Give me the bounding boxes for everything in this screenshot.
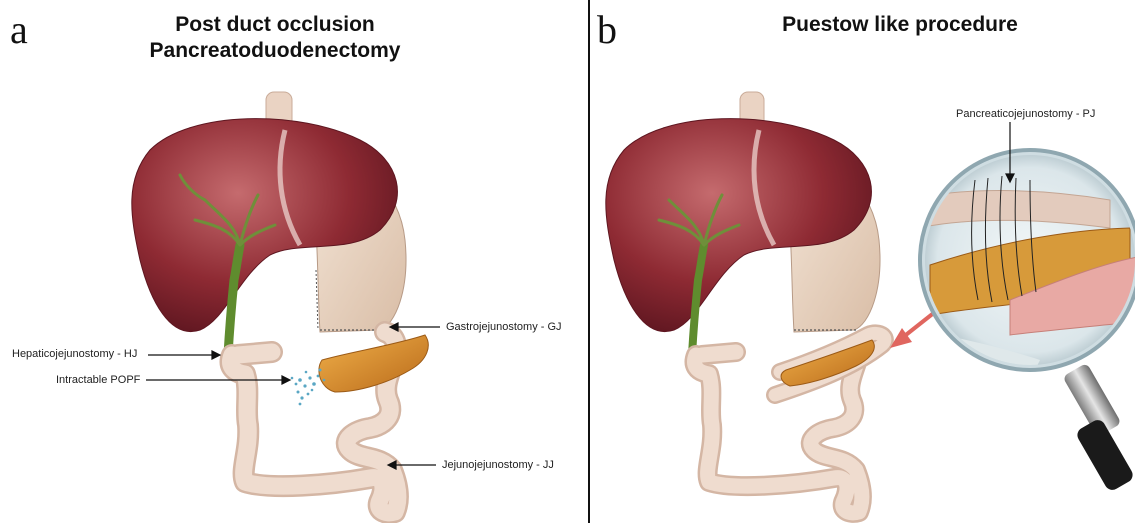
label-hepaticojejunostomy: Hepaticojejunostomy - HJ	[12, 348, 137, 361]
panel-a-illustration	[0, 0, 590, 523]
panel-b: b Puestow like procedure	[590, 0, 1135, 523]
label-gastrojejunostomy: Gastrojejunostomy - GJ	[446, 321, 562, 334]
pancreas-illustration	[319, 335, 428, 392]
label-jejunojejunostomy: Jejunojejunostomy - JJ	[442, 459, 554, 472]
label-pancreaticojejunostomy: Pancreaticojejunostomy - PJ	[956, 108, 1095, 121]
panel-b-illustration	[590, 0, 1135, 523]
panel-a: a Post duct occlusion Pancreatoduodenect…	[0, 0, 590, 523]
label-popf: Intractable POPF	[56, 374, 140, 387]
magnifier-icon	[910, 150, 1135, 493]
